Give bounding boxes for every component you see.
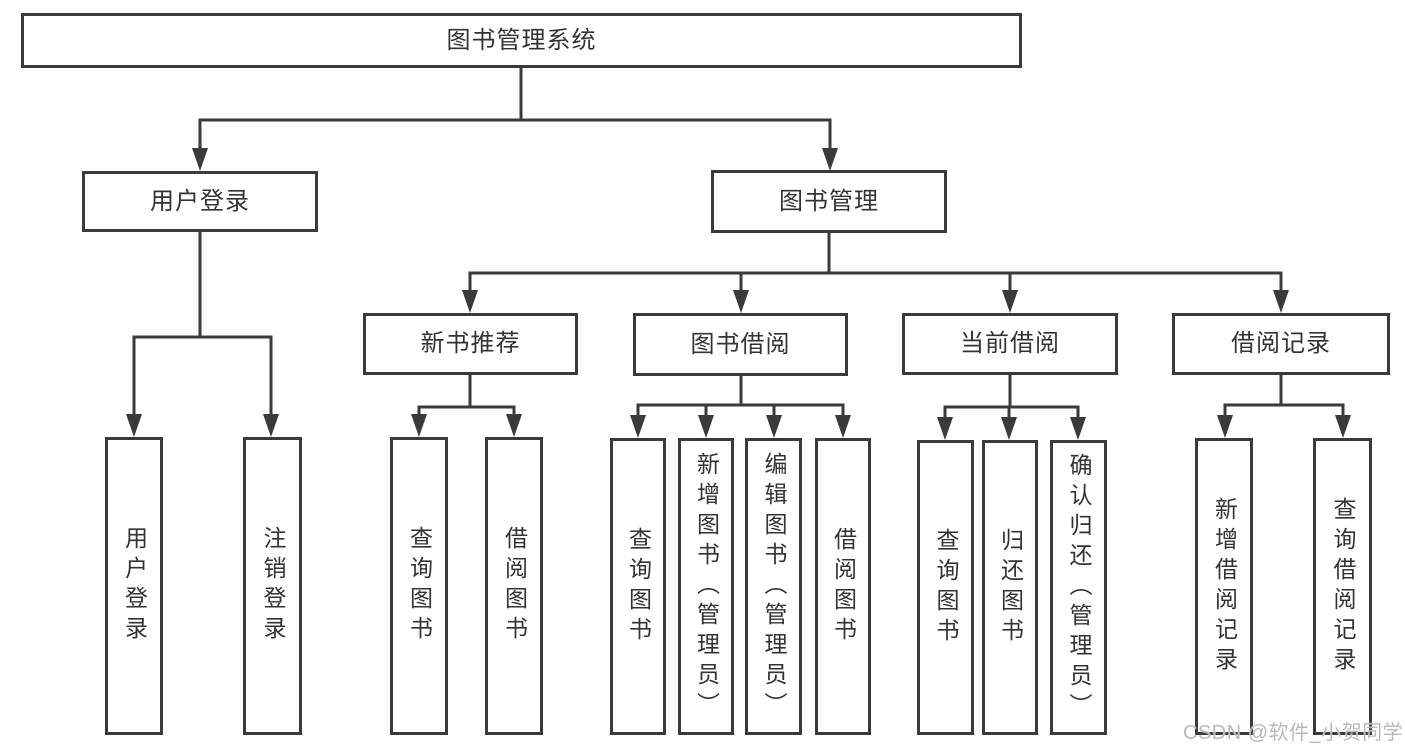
arrowhead: [766, 415, 782, 438]
node-book-management: 图书管理: [711, 170, 947, 233]
leaf-confirm-return-admin: 确认归还（管理员）: [1050, 440, 1107, 735]
leaf-add-borrow-record: 新增借阅记录: [1195, 438, 1253, 735]
leaf-query-books: 查询图书: [917, 440, 974, 735]
arrowhead: [937, 417, 953, 440]
arrowhead: [1001, 417, 1017, 440]
leaf-borrow-books: 借阅图书: [815, 438, 871, 735]
leaf-query-books: 查询图书: [390, 437, 448, 735]
arrowhead: [192, 148, 208, 171]
connector-newbook-to-leaves: [417, 375, 516, 418]
connector-userlogin-to-leaves: [132, 232, 273, 418]
node-library-management-system: 图书管理系统: [21, 13, 1022, 68]
arrowhead: [411, 414, 427, 437]
arrowhead: [835, 415, 851, 438]
arrowhead: [1002, 290, 1018, 313]
arrowhead: [462, 290, 478, 313]
leaf-return-book: 归还图书: [982, 440, 1038, 735]
arrowhead: [126, 414, 142, 437]
leaf-edit-book-admin: 编辑图书（管理员）: [745, 438, 802, 735]
connector-records-to-leaves: [1223, 375, 1345, 418]
leaf-user-login: 用户登录: [105, 437, 163, 735]
leaf-add-book-admin: 新增图书（管理员）: [678, 438, 734, 735]
leaf-borrow-books: 借阅图书: [485, 437, 543, 735]
node-borrowing-records: 借阅记录: [1172, 313, 1390, 375]
arrowhead: [822, 148, 838, 171]
connector-bookmgmt-to-sections: [468, 233, 1283, 294]
node-book-borrowing: 图书借阅: [633, 313, 848, 376]
csdn-watermark: CSDN @软件_小贺同学: [1183, 722, 1404, 744]
connector-root-to-level1: [198, 68, 832, 150]
arrowhead: [733, 290, 749, 313]
arrowhead: [630, 415, 646, 438]
arrowhead: [1335, 415, 1351, 438]
node-new-book-recommendation: 新书推荐: [363, 313, 578, 375]
connector-borrowing-to-leaves: [636, 376, 845, 418]
arrowheads: [126, 148, 1351, 440]
arrowhead: [506, 414, 522, 437]
leaf-query-borrow-record: 查询借阅记录: [1313, 438, 1372, 735]
node-user-login: 用户登录: [82, 171, 318, 232]
leaf-query-books: 查询图书: [610, 438, 666, 735]
node-current-borrowing: 当前借阅: [902, 313, 1118, 375]
connector-current-to-leaves: [943, 375, 1080, 420]
arrowhead: [1273, 290, 1289, 313]
arrowhead: [1217, 415, 1233, 438]
arrowhead: [698, 415, 714, 438]
arrowhead: [263, 414, 279, 437]
arrowhead: [1070, 417, 1086, 440]
leaf-logout: 注销登录: [243, 437, 302, 735]
